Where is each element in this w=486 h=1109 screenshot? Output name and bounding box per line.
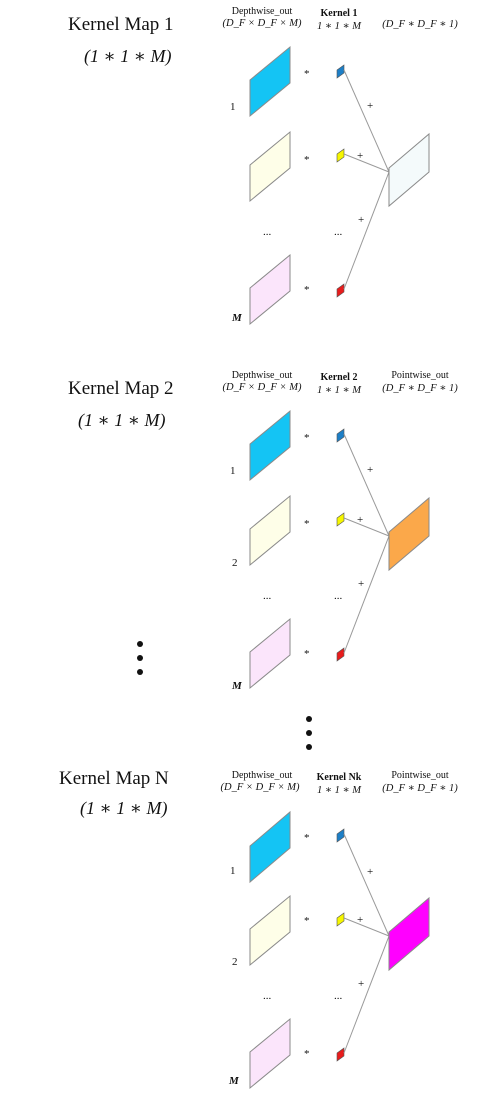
kernel-cell-red [336, 647, 345, 662]
kernel-cell-blue [336, 828, 345, 843]
kernel-cell-yellow [336, 912, 345, 927]
depthwise-ellipsis: ... [263, 990, 272, 1002]
multiply-operator: * [304, 68, 310, 80]
add-operator: + [367, 464, 374, 476]
row-label-1: 1 [230, 865, 236, 877]
panel-kernel-map-n: Kernel Map N (1 ∗ 1 ∗ M) Depthwise_out (… [0, 764, 486, 1109]
connector-line [343, 433, 390, 537]
depthwise-header: Depthwise_out [231, 6, 293, 17]
panel-kernel-map-1: Kernel Map 1 (1 ∗ 1 ∗ M) Depthwise_out (… [0, 0, 486, 345]
panel-diagram [249, 409, 430, 690]
depthwise-ellipsis: ... [263, 226, 272, 238]
vertical-ellipsis-center [306, 716, 314, 758]
kernel-cell-yellow [336, 148, 345, 163]
depthwise-map-cream [249, 494, 291, 567]
connector-line [343, 535, 390, 654]
row-label-1: 1 [230, 465, 236, 477]
kernel-ellipsis: ... [334, 590, 343, 602]
kernel-ellipsis: ... [334, 226, 343, 238]
panel-diagram [249, 810, 430, 1090]
kernel-cell-yellow [336, 512, 345, 527]
pointwise-header: Pointwise_out [391, 370, 449, 381]
kernel-header: Kernel 1 [320, 8, 358, 19]
row-label-m: M [232, 680, 242, 692]
pointwise-dims: (D_F ∗ D_F ∗ 1) [382, 19, 458, 30]
depthwise-map-pink [249, 617, 291, 690]
row-label-m: M [232, 312, 242, 324]
add-operator: + [358, 214, 365, 226]
depthwise-map-cream [249, 894, 291, 967]
depthwise-map-blue [249, 45, 291, 118]
pointwise-output-map [388, 896, 430, 972]
connector-line [343, 69, 390, 173]
kernel-header: Kernel Nk [316, 772, 362, 783]
multiply-operator: * [304, 518, 310, 530]
depthwise-dims: (D_F × D_F × M) [222, 18, 302, 29]
connector-line [343, 833, 390, 937]
depthwise-map-blue [249, 409, 291, 482]
panel-subtitle: (1 ∗ 1 ∗ M) [84, 46, 172, 66]
panel-title: Kernel Map 1 [68, 14, 174, 35]
connector-line [343, 935, 390, 1054]
multiply-operator: * [304, 284, 310, 296]
depthwise-map-pink [249, 253, 291, 326]
kernel-cell-blue [336, 428, 345, 443]
depthwise-ellipsis: ... [263, 590, 272, 602]
connector-line [343, 171, 390, 290]
kernel-cell-red [336, 1047, 345, 1062]
depthwise-map-pink [249, 1017, 291, 1090]
kernel-dims: 1 ∗ 1 ∗ M [316, 785, 362, 796]
panel-title: Kernel Map 2 [68, 378, 174, 399]
depthwise-dims: (D_F × D_F × M) [222, 382, 302, 393]
add-operator: + [358, 578, 365, 590]
pointwise-output-map [388, 132, 430, 208]
add-operator: + [357, 914, 364, 926]
connector-line [343, 153, 390, 173]
connector-line [343, 517, 390, 537]
add-operator: + [367, 866, 374, 878]
kernel-dims: 1 ∗ 1 ∗ M [316, 385, 362, 396]
add-operator: + [367, 100, 374, 112]
pointwise-dims: (D_F ∗ D_F ∗ 1) [382, 783, 458, 794]
multiply-operator: * [304, 432, 310, 444]
panel-diagram [249, 45, 430, 326]
row-label-m: M [229, 1075, 239, 1087]
row-label-1: 1 [230, 101, 236, 113]
add-operator: + [357, 514, 364, 526]
multiply-operator: * [304, 648, 310, 660]
multiply-operator: * [304, 1048, 310, 1060]
connector-line [343, 917, 390, 937]
depthwise-map-cream [249, 130, 291, 203]
vertical-ellipsis-left [137, 641, 145, 683]
depthwise-map-blue [249, 810, 291, 884]
panel-subtitle: (1 ∗ 1 ∗ M) [78, 410, 166, 430]
depthwise-header: Depthwise_out [231, 770, 293, 781]
kernel-dims: 1 ∗ 1 ∗ M [316, 21, 362, 32]
pointwise-header: Pointwise_out [391, 770, 449, 781]
panel-kernel-map-2: Kernel Map 2 (1 ∗ 1 ∗ M) Depthwise_out (… [0, 364, 486, 709]
multiply-operator: * [304, 154, 310, 166]
kernel-ellipsis: ... [334, 990, 343, 1002]
pointwise-dims: (D_F ∗ D_F ∗ 1) [382, 383, 458, 394]
multiply-operator: * [304, 915, 310, 927]
panel-title: Kernel Map N [59, 768, 169, 789]
row-label-2: 2 [232, 956, 238, 968]
kernel-header: Kernel 2 [320, 372, 358, 383]
add-operator: + [357, 150, 364, 162]
pointwise-output-map [388, 496, 430, 572]
add-operator: + [358, 978, 365, 990]
depthwise-header: Depthwise_out [231, 370, 293, 381]
depthwise-dims: (D_F × D_F × M) [220, 782, 300, 793]
kernel-cell-blue [336, 64, 345, 79]
panel-subtitle: (1 ∗ 1 ∗ M) [80, 798, 168, 818]
multiply-operator: * [304, 832, 310, 844]
row-label-2: 2 [232, 557, 238, 569]
kernel-cell-red [336, 283, 345, 298]
